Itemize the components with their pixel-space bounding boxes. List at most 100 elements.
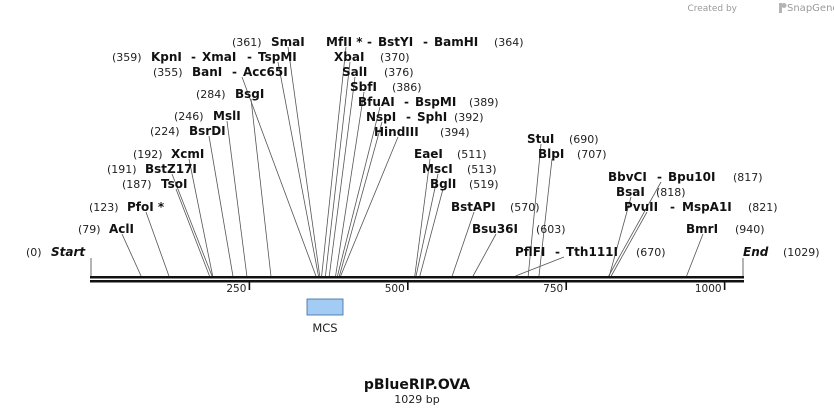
enzyme-name[interactable]: Bsu36I: [472, 222, 518, 236]
enzyme-name[interactable]: BlpI: [538, 147, 564, 161]
site-label[interactable]: (355) BanI-Acc65I: [153, 65, 288, 79]
enzyme-name[interactable]: BstZ17I: [145, 162, 197, 176]
enzyme-name[interactable]: Acc65I: [243, 65, 288, 79]
site-label[interactable]: (123)PfoI *: [89, 200, 165, 214]
enzyme-name[interactable]: SmaI: [271, 35, 305, 49]
site-label[interactable]: BbvCI-Bpu10I(817): [608, 170, 763, 184]
site-label[interactable]: MfII *-BstYI-BamHI(364): [326, 35, 524, 49]
site-leader-line: [527, 143, 542, 277]
enzyme-name[interactable]: StuI: [527, 132, 554, 146]
site-position: (1029): [783, 246, 820, 259]
site-label[interactable]: (361)SmaI: [232, 35, 305, 49]
terminus-label[interactable]: End: [743, 245, 769, 259]
enzyme-name[interactable]: BmrI: [686, 222, 718, 236]
enzyme-name[interactable]: -: [191, 50, 196, 64]
enzyme-name[interactable]: -: [406, 110, 411, 124]
enzyme-name[interactable]: Tth111I: [566, 245, 618, 259]
site-label[interactable]: BsaI(818): [616, 185, 686, 199]
enzyme-name[interactable]: BsgI: [235, 87, 264, 101]
enzyme-name[interactable]: KpnI: [151, 50, 182, 64]
sequence-backbone: [90, 276, 744, 283]
enzyme-name[interactable]: BstYI: [378, 35, 413, 49]
site-label[interactable]: (246)MslI: [174, 109, 241, 123]
site-label[interactable]: PvuII-MspA1I(821): [624, 200, 778, 214]
site-label[interactable]: SalI(376): [342, 65, 414, 79]
site-leader-line: [451, 211, 475, 277]
enzyme-name[interactable]: MscI: [422, 162, 453, 176]
tick-label: 750: [543, 283, 563, 295]
enzyme-name[interactable]: -: [232, 65, 237, 79]
enzyme-name[interactable]: -: [423, 35, 428, 49]
site-leader-line: [325, 61, 351, 277]
enzyme-name[interactable]: -: [555, 245, 560, 259]
enzyme-name[interactable]: BglI: [430, 177, 456, 191]
site-label[interactable]: (191) BstZ17I: [107, 162, 197, 176]
site-leader-line: [335, 91, 365, 277]
site-label[interactable]: BfuAI-BspMI (389): [358, 95, 499, 109]
enzyme-name[interactable]: BanI: [192, 65, 222, 79]
enzyme-name[interactable]: -: [367, 35, 372, 49]
site-leader-line: [608, 181, 662, 277]
enzyme-name[interactable]: BsaI: [616, 185, 645, 199]
site-label[interactable]: (79)AclI: [78, 222, 134, 236]
site-label[interactable]: NspI-SphI(392): [366, 110, 484, 124]
enzyme-name[interactable]: Bpu10I: [668, 170, 715, 184]
site-label[interactable]: BlpI(707): [538, 147, 607, 161]
site-position: (191): [107, 163, 137, 176]
site-label[interactable]: BglI (519): [430, 177, 499, 191]
enzyme-name[interactable]: BbvCI: [608, 170, 647, 184]
site-label[interactable]: (187)TsoI: [122, 177, 187, 191]
terminus-label[interactable]: Start: [51, 245, 86, 259]
enzyme-name[interactable]: PvuII: [624, 200, 658, 214]
enzyme-name[interactable]: -: [247, 50, 252, 64]
enzyme-name[interactable]: -: [404, 95, 409, 109]
enzyme-name[interactable]: BfuAI: [358, 95, 395, 109]
enzyme-name[interactable]: PflFI: [515, 245, 545, 259]
site-label[interactable]: BstAPI(570): [451, 200, 540, 214]
site-position: (389): [469, 96, 499, 109]
site-label[interactable]: BmrI(940): [686, 222, 765, 236]
enzyme-name[interactable]: SbfI: [350, 80, 377, 94]
site-label[interactable]: EaeI(511): [414, 147, 487, 161]
enzyme-name[interactable]: -: [657, 170, 662, 184]
enzyme-name[interactable]: NspI: [366, 110, 396, 124]
enzyme-name[interactable]: AclI: [109, 222, 134, 236]
site-label[interactable]: (192)XcmI: [133, 147, 204, 161]
site-label[interactable]: (0)Start(1029): [26, 245, 820, 259]
enzyme-name[interactable]: MspA1I: [682, 200, 732, 214]
enzyme-name[interactable]: TsoI: [161, 177, 187, 191]
site-label[interactable]: Bsu36I(603): [472, 222, 566, 236]
site-label[interactable]: (224)BsrDI: [150, 124, 226, 138]
enzyme-name[interactable]: XcmI: [171, 147, 204, 161]
site-label[interactable]: (284)BsgI: [196, 87, 264, 101]
enzyme-name[interactable]: -: [670, 200, 675, 214]
site-label[interactable]: HindIII(394): [374, 125, 470, 139]
enzyme-name[interactable]: HindIII: [374, 125, 419, 139]
site-label[interactable]: XbaI(370): [334, 50, 410, 64]
mcs-feature[interactable]: MCS: [306, 298, 344, 335]
enzyme-name[interactable]: TspMI: [258, 50, 297, 64]
site-label[interactable]: SbfI(386): [350, 80, 422, 94]
site-position: (519): [469, 178, 499, 191]
enzyme-name[interactable]: EaeI: [414, 147, 443, 161]
site-label[interactable]: (359)KpnI-XmaI-TspMI: [112, 50, 297, 64]
enzyme-name[interactable]: XmaI: [202, 50, 236, 64]
site-position: (355): [153, 66, 183, 79]
mcs-feature-box[interactable]: [306, 298, 344, 316]
enzyme-name[interactable]: BamHI: [434, 35, 478, 49]
enzyme-name[interactable]: BstAPI: [451, 200, 496, 214]
enzyme-name[interactable]: BspMI: [415, 95, 456, 109]
enzyme-name[interactable]: SphI: [417, 110, 447, 124]
enzyme-name[interactable]: MslI: [213, 109, 241, 123]
enzyme-name[interactable]: PfoI *: [127, 200, 165, 214]
site-leader-line: [328, 76, 356, 277]
enzyme-name[interactable]: SalI: [342, 65, 367, 79]
site-label[interactable]: StuI(690): [527, 132, 599, 146]
enzyme-name[interactable]: BsrDI: [189, 124, 226, 138]
enzyme-name[interactable]: MfII *: [326, 35, 363, 49]
site-label[interactable]: PflFI-Tth111I(670): [515, 245, 666, 259]
enzyme-name[interactable]: XbaI: [334, 50, 364, 64]
site-label[interactable]: MscI(513): [422, 162, 497, 176]
site-label[interactable]: End: [743, 245, 769, 259]
